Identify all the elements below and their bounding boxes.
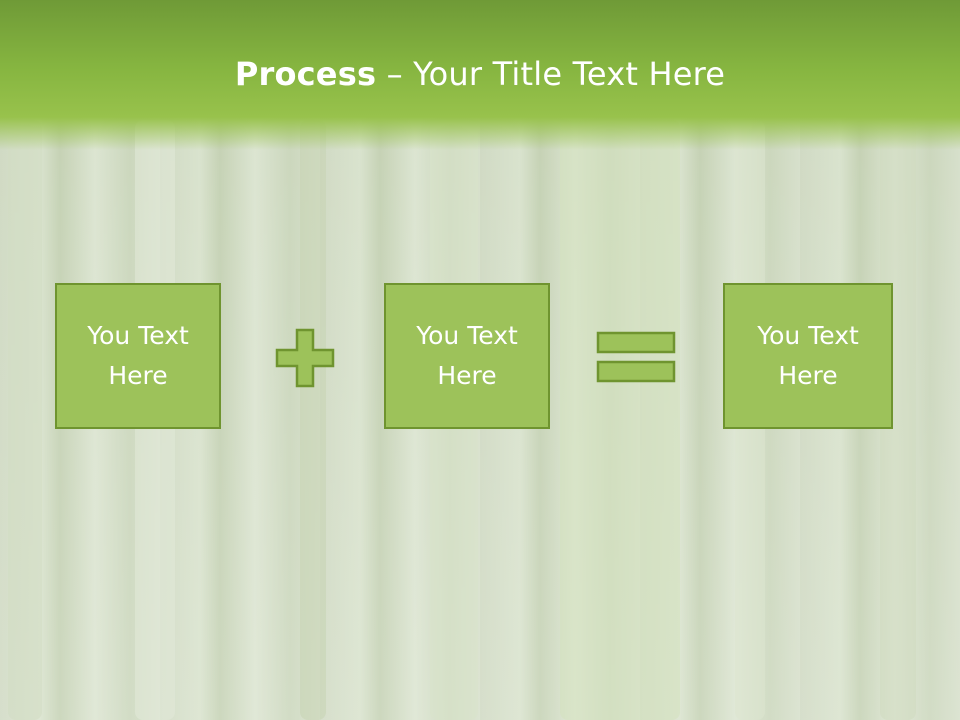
equals-icon [596,331,676,383]
title-bold: Process [234,55,377,93]
box-text-line2: Here [437,361,497,390]
box-text-line1: You Text [87,321,189,350]
bamboo-stalk [8,120,42,720]
box-text-line2: Here [778,361,838,390]
box-text-line1: You Text [757,321,859,350]
box-text-line1: You Text [416,321,518,350]
bamboo-stalk [300,120,326,720]
box-text-line2: Here [108,361,168,390]
slide-title: Process – Your Title Text Here [0,55,960,93]
title-text: Your Title Text Here [413,55,726,93]
title-bar [0,0,960,150]
plus-icon [275,328,335,388]
bamboo-stalk [560,120,680,720]
title-separator: – [376,55,414,93]
